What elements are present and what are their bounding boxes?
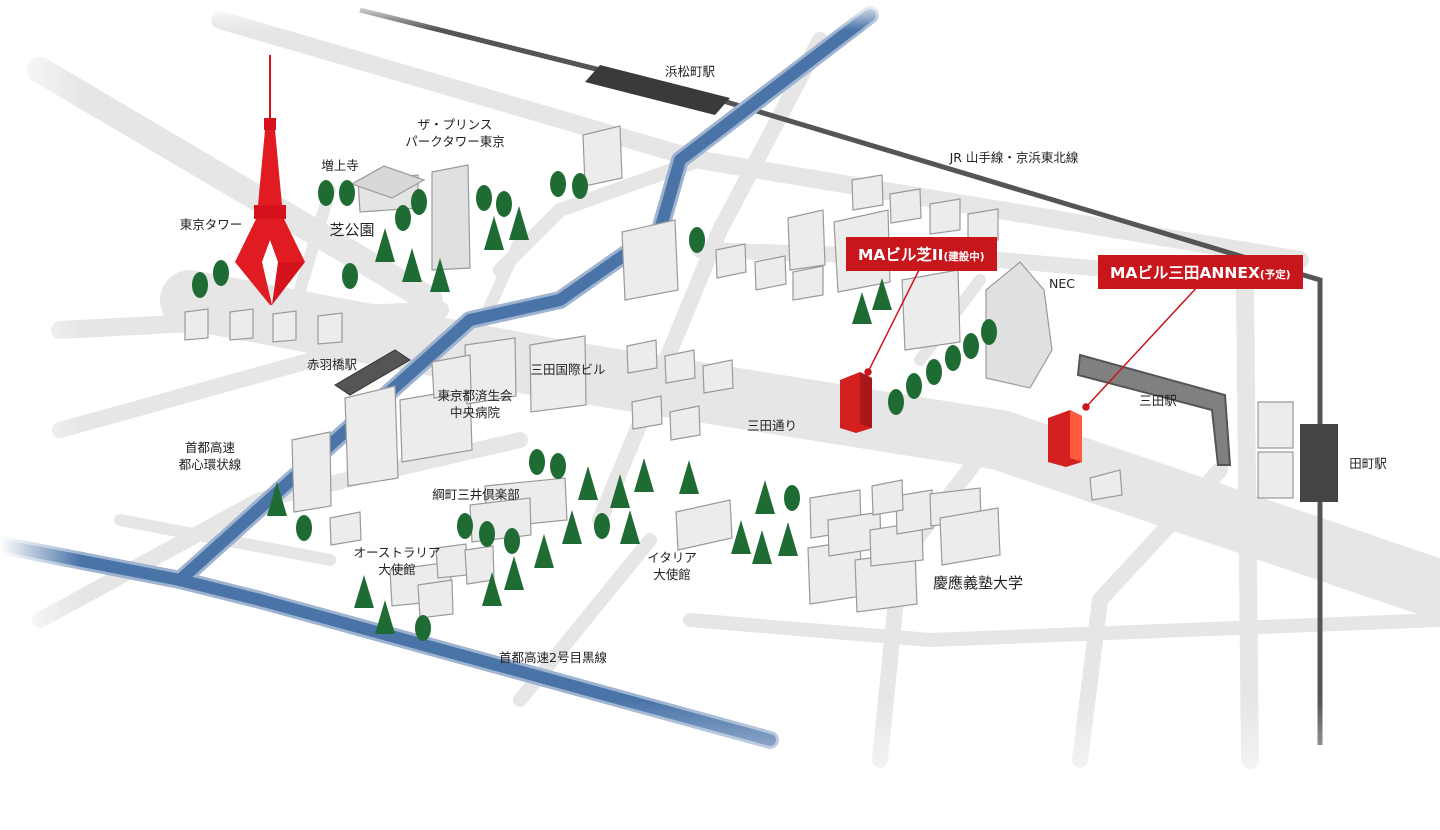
ma-buildings [840,372,1082,467]
italy-embassy-label-line2: 大使館 [653,566,691,582]
akabanebashi-station-label: 赤羽橋駅 [306,357,358,372]
tokyo-tower-label: 東京タワー [179,217,243,232]
toshin-loop-expressway [174,9,876,746]
nec-label: NEC [1049,276,1075,291]
ma-mita-annex-callout[interactable]: MAビル三田ANNEX(予定) [1098,255,1303,289]
mita-platform [1076,353,1232,466]
ma-shiba2-callout[interactable]: MAビル芝II(建設中) [846,237,997,271]
hamamatsucho-station-label: 浜松町駅 [664,64,716,79]
saiseikai-label-line2: 中央病院 [449,404,501,420]
tamachi-platform [1300,424,1338,502]
saiseikai-label-line1: 東京都済生会 [437,388,513,403]
tamachi-station-label: 田町駅 [1349,456,1387,471]
saiseikai-label: 東京都済生会 中央病院 [437,388,512,422]
nec-building [985,261,1053,389]
ma-shiba2-name: MAビル芝II [858,246,944,264]
station-platforms [334,65,1338,502]
zojoji-label: 増上寺 [321,158,359,173]
roads [27,11,1440,769]
ma-mita-annex-name: MAビル三田ANNEX [1110,264,1260,282]
ma-mita-annex-note: (予定) [1259,269,1291,281]
buildings [184,125,1294,619]
toshin-loop-label-line2: 都心環状線 [178,456,242,472]
prince-park-tower-label-line1: ザ・プリンス [417,117,493,132]
toshin-loop-label: 首都高速 都心環状線 [179,440,242,474]
mita-kokusai-label: 三田国際ビル [530,362,606,377]
meguro-expressway-label: 首都高速2号目黒線 [499,650,607,665]
ma-shiba2-note: (建設中) [943,251,985,263]
mita-station-label: 三田駅 [1139,393,1177,408]
hamamatsucho-platform [585,65,730,115]
akabanebashi-platform [334,349,411,396]
prince-park-tower [431,164,471,271]
keio-label: 慶應義塾大学 [932,574,1024,592]
mita-kokusai-building [529,335,587,413]
callout-leaders [864,267,1201,411]
italy-embassy-label-line1: イタリア [647,550,697,565]
tsunamachi-mitsui-label: 綱町三井倶楽部 [432,487,520,502]
prince-park-tower-label-line2: パークタワー東京 [405,133,505,149]
australia-embassy-label-line2: 大使館 [378,561,416,577]
italy-embassy-building [675,499,733,551]
prince-park-tower-label: ザ・プリンス パークタワー東京 [405,117,505,151]
jr-line-label: JR 山手線・京浜東北線 [949,150,1079,165]
shiba-park-label: 芝公園 [329,221,375,239]
tokyo-tower [235,55,305,305]
mita-dori-label: 三田通り [746,418,798,433]
toshin-loop-label-line1: 首都高速 [184,440,236,455]
australia-embassy-label: オーストラリア 大使館 [354,545,441,579]
australia-embassy-label-line1: オーストラリア [353,545,441,560]
jr-line [359,7,1323,745]
trees [192,171,997,641]
italy-embassy-label: イタリア 大使館 [647,550,697,584]
